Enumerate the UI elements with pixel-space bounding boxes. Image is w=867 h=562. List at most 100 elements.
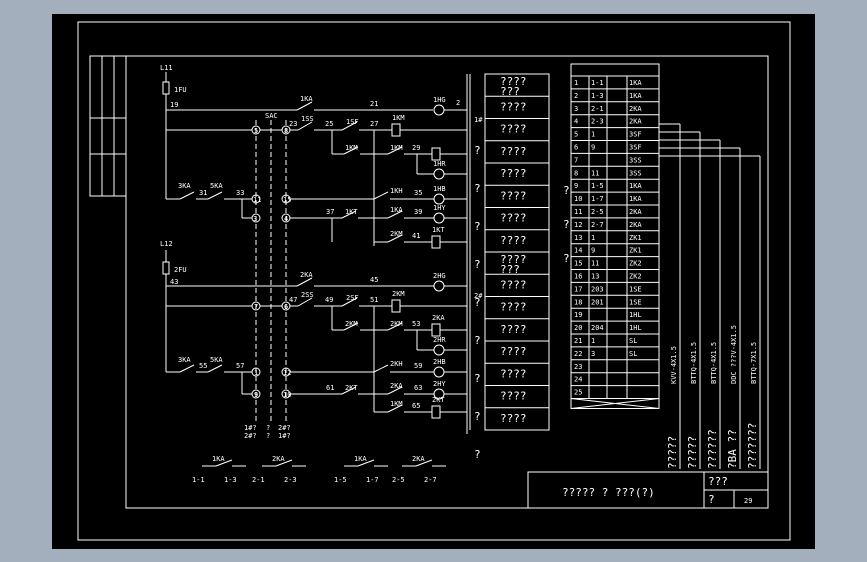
label-1km: 1KM [392, 114, 405, 122]
cable-type: DDC ???V-4X1.5 [730, 325, 738, 384]
description-cell: ???? [500, 212, 527, 225]
switch-1ss: 1SS [301, 115, 314, 123]
terminal-device: 3SS [629, 156, 642, 164]
svg-text:1#: 1# [474, 116, 483, 124]
sac-selector: SAC 1#? 2#? ? ? 2#? 1#? [244, 112, 291, 440]
terminal-number: 24 [574, 376, 582, 384]
description-cell: ???? [500, 100, 527, 113]
terminal-wire: 1 [591, 337, 595, 345]
coil-1kt [431, 235, 441, 249]
terminal-wire: 9 [591, 247, 595, 255]
terminal-wire: 2-3 [591, 118, 604, 126]
cable-labels: KVV-4X1.5?????BTTQ-4X1.5?????BTTQ-4X1.5?… [666, 325, 759, 469]
description-cell: ???? [500, 253, 527, 266]
terminal-wire: 204 [591, 324, 604, 332]
terminal-number: 18 [574, 298, 582, 306]
bottom-contact-b: 1-3 [224, 476, 237, 484]
description-cell: ???? [500, 145, 527, 158]
bottom-contact-b: 2-7 [424, 476, 437, 484]
cable-name: ?BA ?? [726, 429, 739, 469]
contact-1kh: 1KH [390, 187, 403, 195]
terminal-wire: 11 [591, 260, 599, 268]
terminal-device: ZK1 [629, 234, 642, 242]
description-cell: ???? [500, 123, 527, 136]
coil-1km [391, 123, 401, 137]
description-qmark: ? [474, 448, 481, 461]
description-cell: ???? [500, 367, 527, 380]
node-61: 61 [326, 384, 334, 392]
terminal-qmark: ? [563, 252, 570, 265]
node-55: 55 [199, 362, 207, 370]
cable-name: ??????? [746, 423, 759, 469]
lamp-1hg [433, 104, 445, 116]
terminal-wire: 1-3 [591, 92, 604, 100]
terminal-wire: 9 [591, 144, 595, 152]
terminal-number: 17 [574, 285, 582, 293]
terminal-device: SL [629, 350, 637, 358]
terminal-number: 6 [574, 144, 578, 152]
svg-text:1#?: 1#? [278, 432, 291, 440]
inner-frame [125, 55, 769, 509]
node-39: 39 [414, 208, 422, 216]
terminal-device: 2KA [629, 105, 642, 113]
description-cell: ??? [500, 85, 520, 98]
terminal-qmark: ? [563, 218, 570, 231]
terminal-number: 22 [574, 350, 582, 358]
terminal-number: 9 [574, 182, 578, 190]
contact-2ka-c: 2KA [390, 382, 403, 390]
svg-text:?: ? [266, 432, 270, 440]
page-number: 29 [744, 497, 752, 505]
node-23: 23 [289, 120, 297, 128]
label-1hg: 1HG [433, 96, 446, 104]
lamp-2hg [433, 280, 445, 292]
switch-2ss: 2SS [301, 291, 314, 299]
svg-text:11: 11 [253, 196, 261, 204]
svg-text:2#?: 2#? [244, 432, 257, 440]
description-qmark: ? [474, 334, 481, 347]
description-cell: ???? [500, 189, 527, 202]
terminal-wire: 1-7 [591, 195, 604, 203]
terminal-device: ZK1 [629, 247, 642, 255]
node-27: 27 [370, 120, 378, 128]
fuse-1fu [162, 81, 170, 95]
terminal-number: 4 [574, 118, 578, 126]
description-qmark: ? [474, 144, 481, 157]
terminal-number: 3 [574, 105, 578, 113]
description-qmark: ? [474, 296, 481, 309]
label-2hy: 2HY [433, 380, 446, 388]
cable-type: BTTQ-4X1.5 [710, 342, 718, 384]
svg-text:1#?: 1#? [244, 424, 257, 432]
left-margin-grid [89, 55, 127, 197]
circuit-1: L11 1FU 19 1KA 21 1HG 2 5 8 23 1SS 25 1S… [160, 64, 468, 434]
switch-2sf: 2SF [346, 294, 359, 302]
contact-2ka: 2KA [300, 271, 313, 279]
coil-1hr [431, 147, 441, 161]
contact-2kt: 2KT [345, 384, 358, 392]
cable-type: BTTQ-7X1.5 [750, 342, 758, 384]
bottom-contact-label: 1KA [212, 455, 225, 463]
description-cell: ???? [500, 345, 527, 358]
node-29: 29 [412, 144, 420, 152]
terminal-number: 10 [574, 195, 582, 203]
svg-text:3: 3 [253, 215, 257, 223]
terminal-device: 3SF [629, 131, 642, 139]
title-block: ????? ? ???(?) ??? ? 29 [527, 471, 769, 509]
label-1kt: 1KT [432, 226, 445, 234]
terminal-wire: 2-1 [591, 105, 604, 113]
contact-1km: 1KM [345, 144, 358, 152]
svg-text:2#?: 2#? [278, 424, 291, 432]
terminal-device: 1SE [629, 285, 642, 293]
terminal-wire: 2-7 [591, 221, 604, 229]
terminal-device: 3SS [629, 169, 642, 177]
bottom-contact-a: 2-1 [252, 476, 265, 484]
terminal-device: 3SF [629, 144, 642, 152]
terminal-number: 11 [574, 208, 582, 216]
switch-1sf: 1SF [346, 118, 359, 126]
terminal-number: 21 [574, 337, 582, 345]
terminal-device: ZK2 [629, 260, 642, 268]
description-qmark: ? [474, 372, 481, 385]
contact-1km-2: 1KM [390, 144, 403, 152]
node-57: 57 [236, 362, 244, 370]
description-cell: ???? [500, 278, 527, 291]
node-51: 51 [370, 296, 378, 304]
